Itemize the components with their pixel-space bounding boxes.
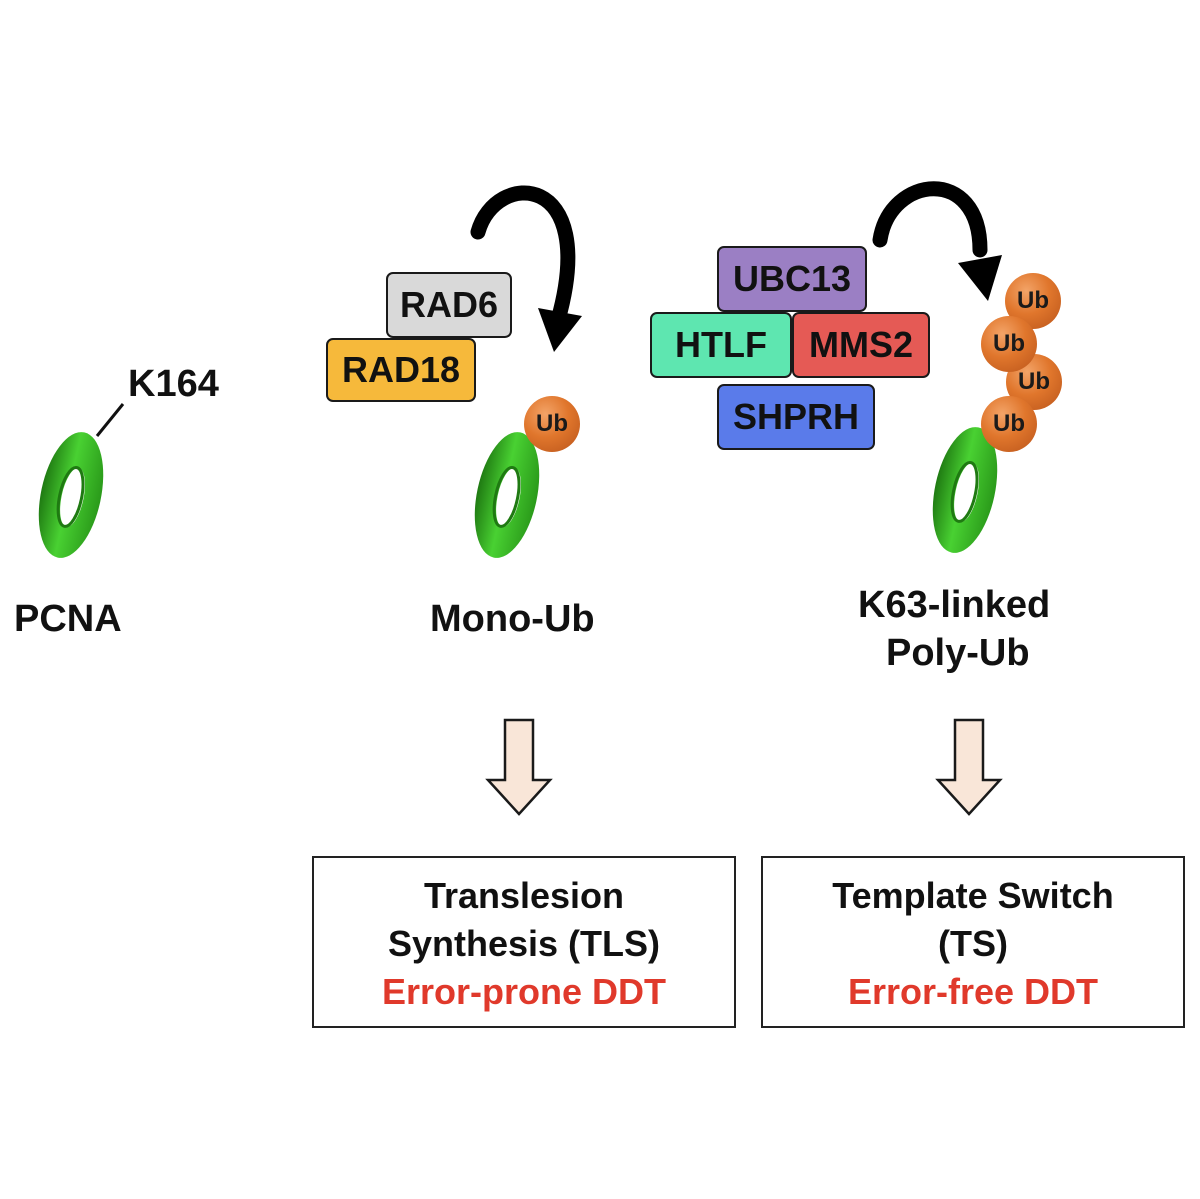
poly-ub-icon-1: Ub xyxy=(981,396,1037,452)
shprh-box: SHPRH xyxy=(717,384,875,450)
rad18-box: RAD18 xyxy=(326,338,476,402)
mms2-box: MMS2 xyxy=(792,312,930,378)
rad6-box: RAD6 xyxy=(386,272,512,338)
ts-down-arrow xyxy=(935,718,1003,816)
htlf-box: HTLF xyxy=(650,312,792,378)
mono-ub-icon: Ub xyxy=(524,396,580,452)
mono-ub-label: Mono-Ub xyxy=(430,598,595,640)
ts-outcome-box: Template Switch (TS) Error-free DDT xyxy=(761,856,1185,1028)
ts-title-line1: Template Switch xyxy=(832,875,1114,916)
k164-pointer-line xyxy=(95,403,125,437)
poly-ub-icon-2: Ub xyxy=(981,316,1037,372)
tls-title-line2: Synthesis (TLS) xyxy=(387,923,661,964)
pcna-ring xyxy=(38,432,104,558)
poly-ub-label-line1: K63-linked xyxy=(858,584,1051,626)
tls-title-line1: Translesion xyxy=(423,875,625,916)
pcna-label: PCNA xyxy=(14,598,122,640)
tls-outcome-box: Translesion Synthesis (TLS) Error-prone … xyxy=(312,856,736,1028)
ubc13-box: UBC13 xyxy=(717,246,867,312)
mono-transfer-arrow xyxy=(470,185,582,352)
mono-pcna-ring xyxy=(474,432,540,558)
k164-label: K164 xyxy=(128,363,219,405)
poly-transfer-arrow xyxy=(872,181,1002,301)
poly-pcna-ring xyxy=(932,427,998,553)
ts-error-free-label: Error-free DDT xyxy=(847,971,1099,1012)
tls-error-prone-label: Error-prone DDT xyxy=(381,971,666,1012)
poly-ub-label-line2: Poly-Ub xyxy=(886,632,1030,674)
tls-down-arrow xyxy=(485,718,553,816)
ts-title-line2: (TS) xyxy=(938,923,1008,964)
